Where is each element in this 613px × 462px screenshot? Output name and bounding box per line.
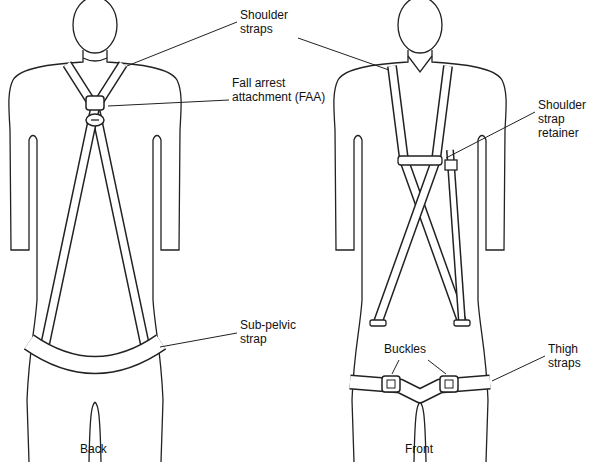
shoulder-strap [378,66,462,322]
part-label: Shoulder strap retainer [538,98,608,140]
body-outline [9,0,181,462]
part-label: Thigh straps [548,342,600,370]
part-label: Sub-pelvic strap [240,318,312,346]
fall-arrest-attachment [86,96,104,126]
strap-end [370,320,470,326]
shoulder-strap-retainer [398,156,457,170]
collar [408,56,432,72]
part-label: Buckles [384,342,426,356]
view-label: Front [405,442,433,456]
collar [83,58,107,61]
back-figure [9,0,181,462]
leader-line [108,22,545,381]
part-label: Fall arrest attachment (FAA) [232,76,332,104]
buckle [382,376,458,392]
sub-pelvic-strap [29,342,161,365]
view-label: Back [80,442,107,456]
body-outline [334,0,506,462]
front-figure [334,0,506,462]
thigh-strap [350,382,490,396]
part-label: Shoulder straps [240,8,304,36]
shoulder-strap [45,64,145,345]
